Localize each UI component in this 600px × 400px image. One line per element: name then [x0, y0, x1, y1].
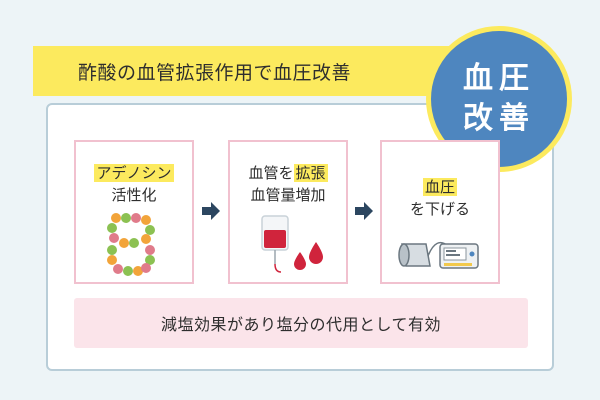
step2-line2: 血管量増加 — [250, 186, 326, 204]
badge-line1: 血圧 — [463, 61, 535, 96]
step-card-blood-pressure: 血圧 を下げる — [380, 140, 500, 284]
note-text: 減塩効果があり塩分の代用として有効 — [160, 315, 442, 334]
arrow-right-icon — [355, 202, 373, 220]
blood-bag-icon — [261, 215, 323, 273]
arrow-right-icon — [202, 202, 220, 220]
badge-line2: 改善 — [463, 101, 535, 136]
step-card-vasodilation: 血管を拡張 血管量増加 — [228, 140, 348, 284]
step1-highlight: アデノシン — [94, 164, 174, 182]
blood-pressure-monitor-icon — [398, 241, 479, 269]
step3-highlight: 血圧 — [422, 178, 457, 196]
step1-line2: 活性化 — [111, 186, 157, 204]
step3-line2: を下げる — [409, 200, 470, 218]
adenosine-molecule-icon — [107, 213, 155, 276]
step-card-adenosine: アデノシン 活性化 — [74, 140, 194, 284]
step2-pre: 血管を — [248, 164, 294, 182]
banner-title: 酢酸の血管拡張作用で血圧改善 — [78, 61, 352, 84]
step2-highlight: 拡張 — [293, 164, 328, 182]
title-banner: 酢酸の血管拡張作用で血圧改善 — [33, 46, 488, 96]
note-box: 減塩効果があり塩分の代用として有効 — [74, 298, 528, 348]
